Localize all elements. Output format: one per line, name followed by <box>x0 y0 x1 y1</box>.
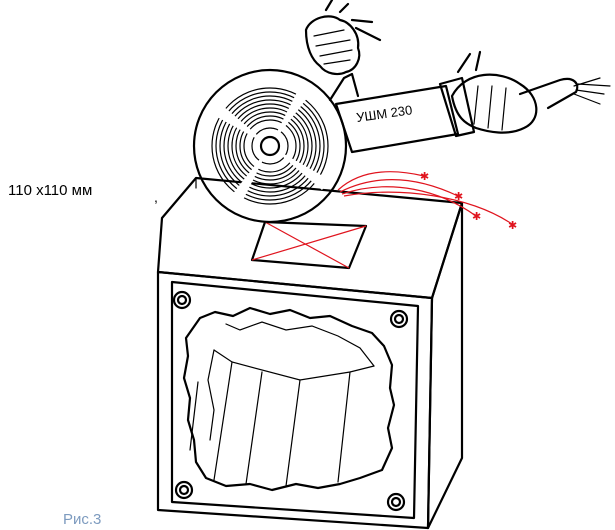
svg-text:,: , <box>154 189 158 205</box>
figure-caption: Рис.3 <box>63 511 102 528</box>
ragged-opening <box>182 306 396 492</box>
bolt-holes <box>172 290 409 512</box>
svg-text:✱: ✱ <box>420 170 429 183</box>
opening-size-label: 110 х110 мм <box>8 182 93 199</box>
cut-square <box>250 220 368 270</box>
ventilation-block <box>156 176 464 530</box>
svg-text:✱: ✱ <box>508 219 517 232</box>
svg-text:✱: ✱ <box>454 190 463 203</box>
hand-icon <box>304 0 611 134</box>
tool-model-label: УШМ 230 <box>355 102 413 125</box>
svg-text:✱: ✱ <box>472 210 481 223</box>
sparks: ✱ ✱ ✱ ✱ <box>337 170 517 232</box>
angle-grinder-icon <box>192 68 476 224</box>
